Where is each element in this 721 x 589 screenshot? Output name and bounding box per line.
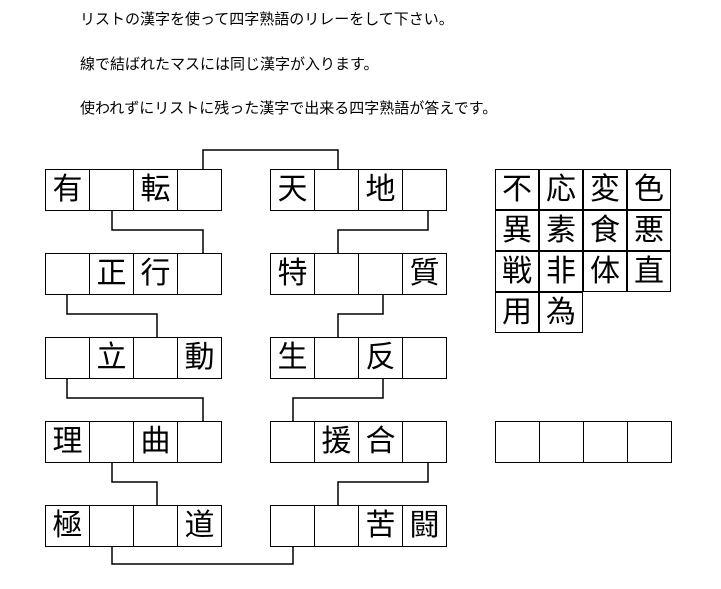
kanji-list-item[interactable]: 用 bbox=[495, 292, 539, 333]
left-row-4-cell-4[interactable] bbox=[178, 422, 222, 463]
left-row-2-cell-2[interactable]: 正 bbox=[90, 254, 134, 295]
kanji-list-item[interactable]: 素 bbox=[539, 210, 583, 251]
right-row-5-cell-4[interactable]: 闘 bbox=[403, 506, 447, 547]
left-row-2-cell-3[interactable]: 行 bbox=[134, 254, 178, 295]
left-row-5-cell-4[interactable]: 道 bbox=[178, 506, 222, 547]
left-row-2: 正 行 bbox=[45, 253, 222, 295]
right-row-2-cell-2[interactable] bbox=[315, 254, 359, 295]
left-row-4-cell-1[interactable]: 理 bbox=[46, 422, 90, 463]
right-row-1-cell-3[interactable]: 地 bbox=[359, 170, 403, 211]
right-row-3-cell-1[interactable]: 生 bbox=[271, 338, 315, 379]
right-row-2: 特 質 bbox=[270, 253, 447, 295]
right-row-3-cell-2[interactable] bbox=[315, 338, 359, 379]
kanji-list-item[interactable]: 変 bbox=[583, 169, 627, 210]
right-row-1: 天 地 bbox=[270, 169, 447, 211]
left-row-1-cell-1[interactable]: 有 bbox=[46, 170, 90, 211]
kanji-list-item[interactable]: 戦 bbox=[495, 251, 539, 292]
left-row-4: 理 曲 bbox=[45, 421, 222, 463]
left-row-1-cell-2[interactable] bbox=[90, 170, 134, 211]
kanji-list-item[interactable]: 悪 bbox=[627, 210, 671, 251]
kanji-list-item[interactable]: 応 bbox=[539, 169, 583, 210]
right-row-3-cell-4[interactable] bbox=[403, 338, 447, 379]
left-row-3-cell-3[interactable] bbox=[134, 338, 178, 379]
left-row-3-cell-2[interactable]: 立 bbox=[90, 338, 134, 379]
left-row-5-cell-3[interactable] bbox=[134, 506, 178, 547]
answer-cell-4[interactable] bbox=[628, 422, 672, 463]
right-row-1-cell-4[interactable] bbox=[403, 170, 447, 211]
instruction-2: 線で結ばれたマスには同じ漢字が入ります。 bbox=[80, 55, 379, 73]
right-row-4-cell-3[interactable]: 合 bbox=[359, 422, 403, 463]
instruction-1: リストの漢字を使って四字熟語のリレーをして下さい。 bbox=[80, 10, 454, 28]
left-row-4-cell-3[interactable]: 曲 bbox=[134, 422, 178, 463]
left-row-2-cell-1[interactable] bbox=[46, 254, 90, 295]
instruction-3: 使われずにリストに残った漢字で出来る四字熟語が答えです。 bbox=[80, 99, 498, 117]
kanji-list-item[interactable]: 為 bbox=[539, 292, 583, 333]
right-row-4-cell-4[interactable] bbox=[403, 422, 447, 463]
kanji-list-item[interactable]: 色 bbox=[627, 169, 671, 210]
right-row-2-cell-1[interactable]: 特 bbox=[271, 254, 315, 295]
right-row-1-cell-2[interactable] bbox=[315, 170, 359, 211]
left-row-1-cell-4[interactable] bbox=[178, 170, 222, 211]
right-row-5-cell-1[interactable] bbox=[271, 506, 315, 547]
right-row-5-cell-3[interactable]: 苦 bbox=[359, 506, 403, 547]
right-row-3-cell-3[interactable]: 反 bbox=[359, 338, 403, 379]
kanji-list: 不 応 変 色 異 素 食 悪 戦 非 体 直 用 為 bbox=[495, 169, 671, 333]
right-row-5-cell-2[interactable] bbox=[315, 506, 359, 547]
left-row-5: 極 道 bbox=[45, 505, 222, 547]
left-row-5-cell-1[interactable]: 極 bbox=[46, 506, 90, 547]
right-row-5: 苦 闘 bbox=[270, 505, 447, 547]
left-row-1: 有 転 bbox=[45, 169, 222, 211]
answer-cell-3[interactable] bbox=[584, 422, 628, 463]
right-row-4-cell-1[interactable] bbox=[271, 422, 315, 463]
left-row-3-cell-4[interactable]: 動 bbox=[178, 338, 222, 379]
left-row-2-cell-4[interactable] bbox=[178, 254, 222, 295]
kanji-list-item[interactable]: 食 bbox=[583, 210, 627, 251]
right-row-2-cell-3[interactable] bbox=[359, 254, 403, 295]
right-row-4-cell-2[interactable]: 援 bbox=[315, 422, 359, 463]
right-row-3: 生 反 bbox=[270, 337, 447, 379]
kanji-list-item[interactable]: 不 bbox=[495, 169, 539, 210]
kanji-list-item[interactable]: 異 bbox=[495, 210, 539, 251]
kanji-list-item[interactable]: 体 bbox=[583, 251, 627, 292]
left-row-5-cell-2[interactable] bbox=[90, 506, 134, 547]
right-row-1-cell-1[interactable]: 天 bbox=[271, 170, 315, 211]
right-row-2-cell-4[interactable]: 質 bbox=[403, 254, 447, 295]
answer-cell-1[interactable] bbox=[496, 422, 540, 463]
left-row-3-cell-1[interactable] bbox=[46, 338, 90, 379]
answer-cell-2[interactable] bbox=[540, 422, 584, 463]
answer-row bbox=[495, 421, 672, 463]
kanji-list-item[interactable]: 直 bbox=[627, 251, 671, 292]
right-row-4: 援 合 bbox=[270, 421, 447, 463]
kanji-list-item[interactable]: 非 bbox=[539, 251, 583, 292]
left-row-4-cell-2[interactable] bbox=[90, 422, 134, 463]
left-row-1-cell-3[interactable]: 転 bbox=[134, 170, 178, 211]
left-row-3: 立 動 bbox=[45, 337, 222, 379]
